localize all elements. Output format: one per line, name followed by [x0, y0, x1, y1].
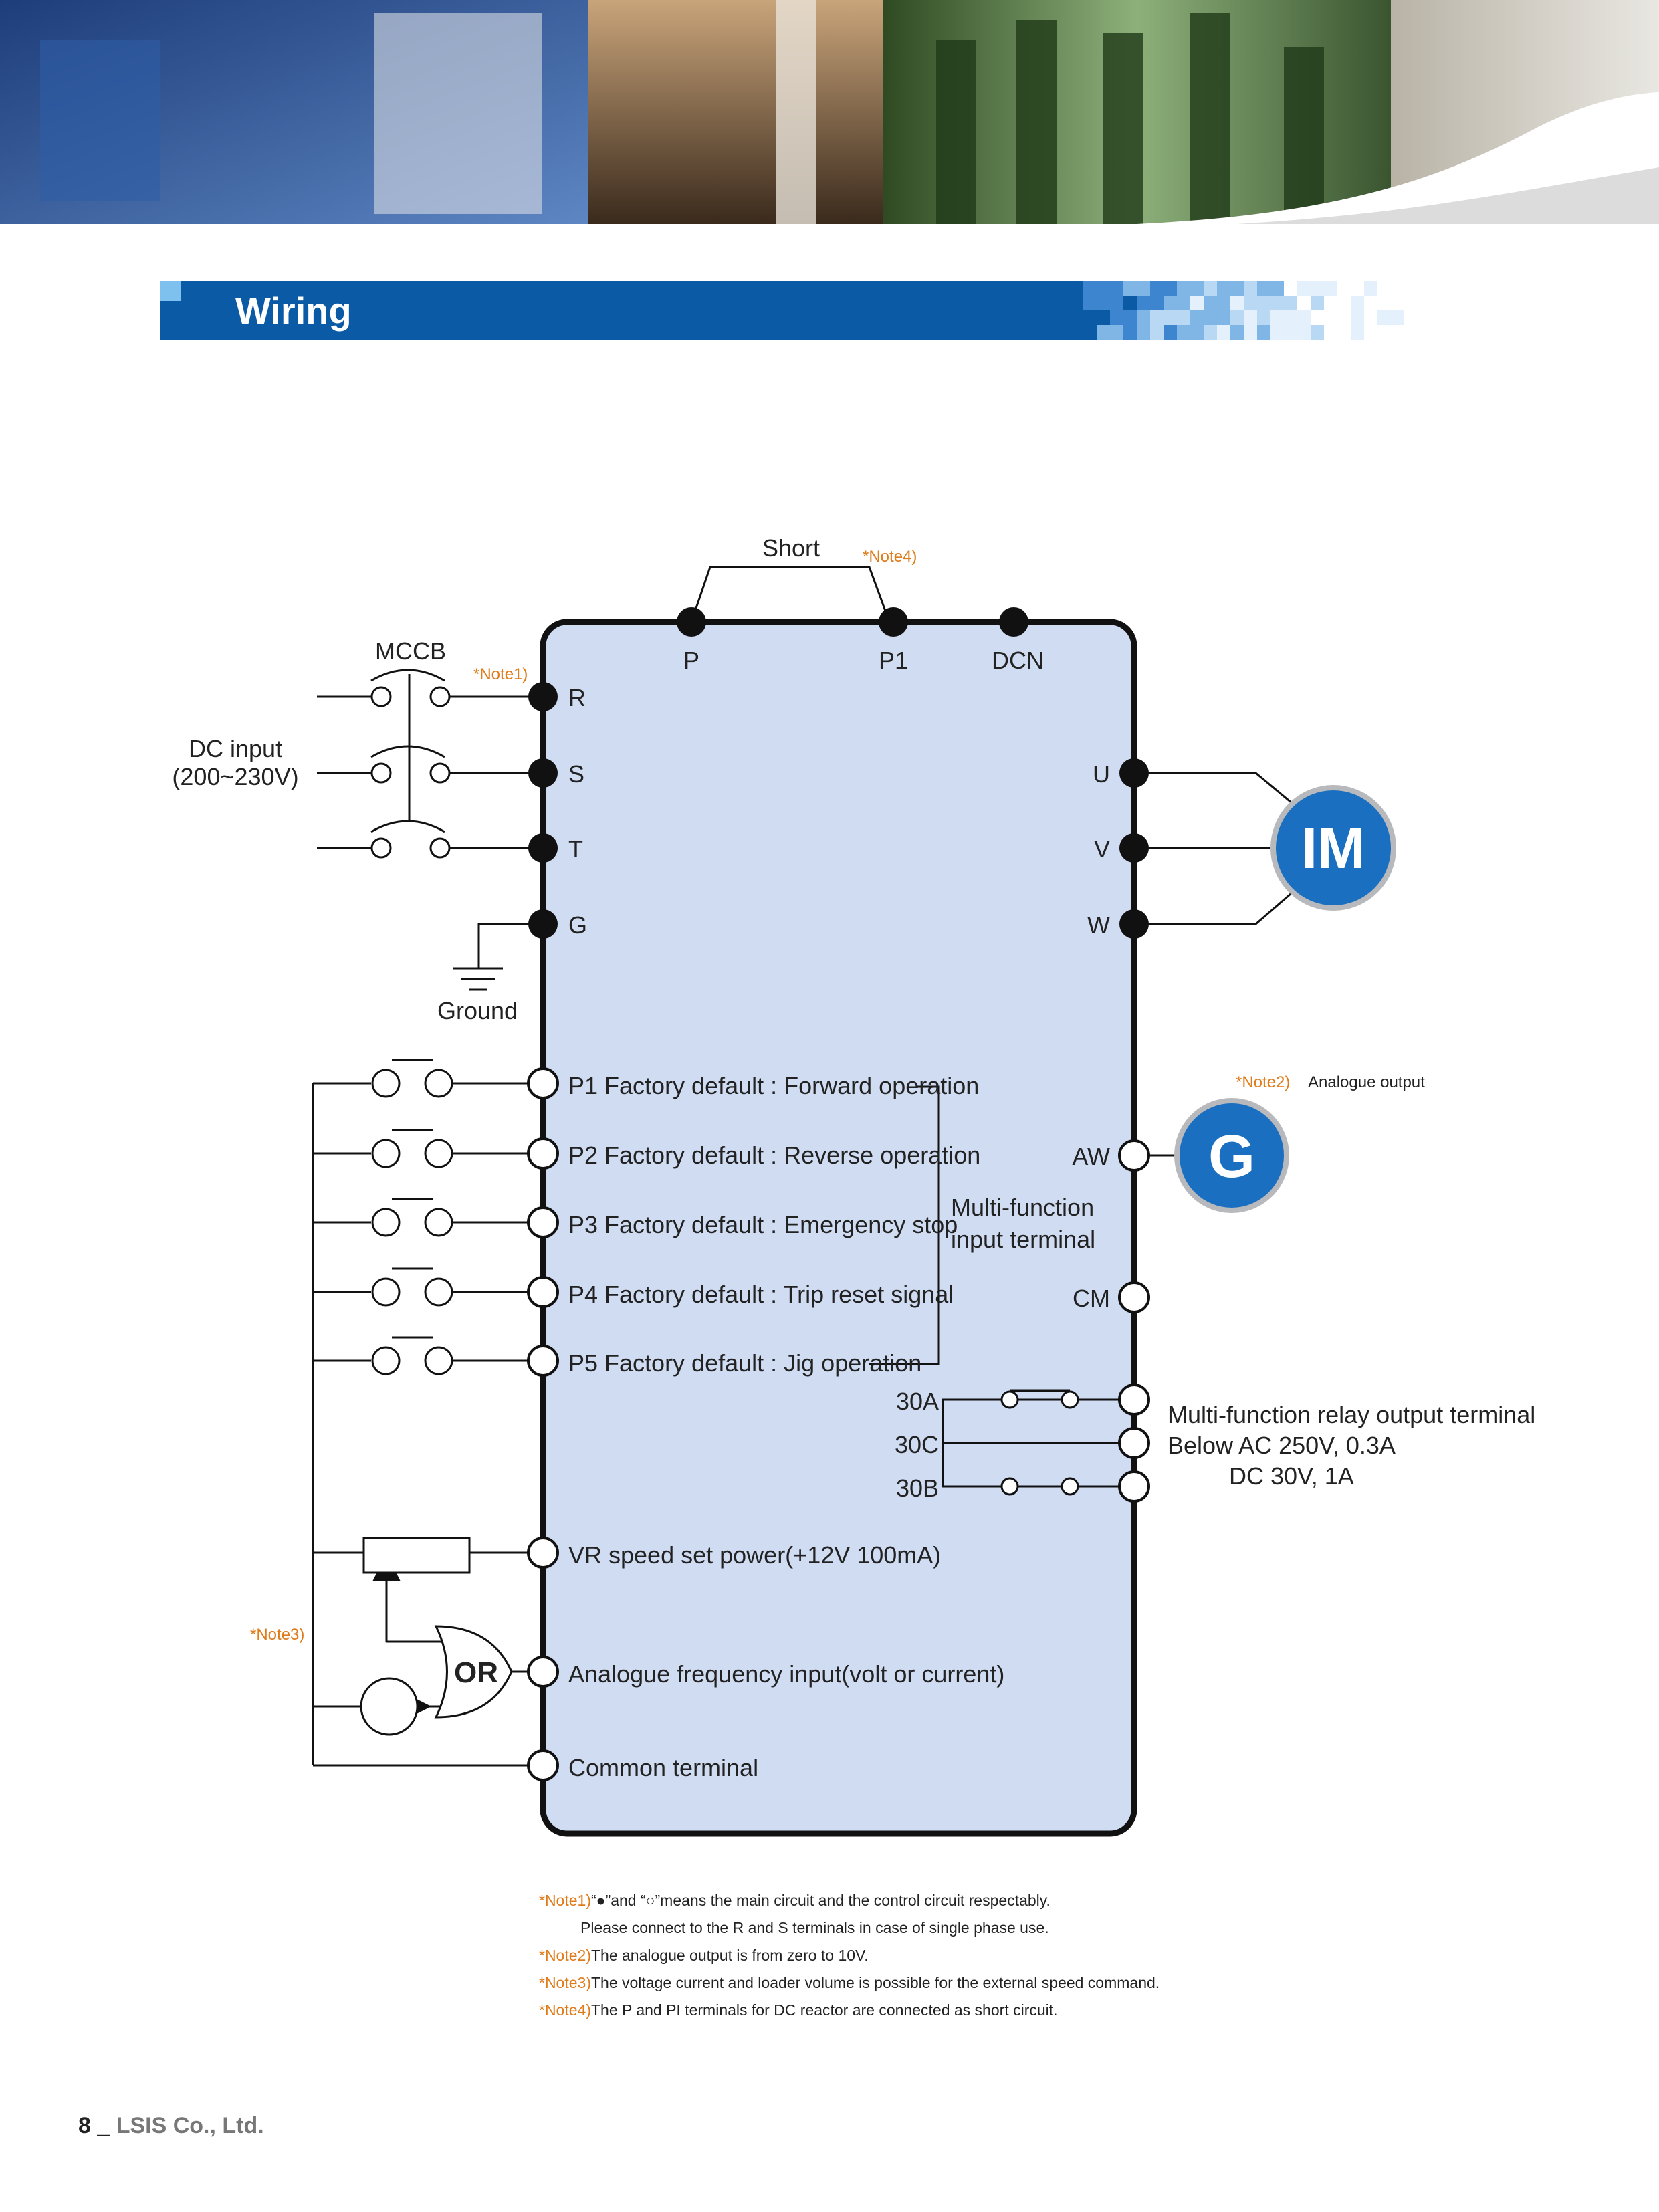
- terminal-30b: [1118, 1470, 1150, 1503]
- or-label: OR: [454, 1656, 498, 1689]
- multi-function-label-2: input terminal: [951, 1226, 1095, 1253]
- terminal-analog-in: [527, 1656, 559, 1688]
- section-title-bar: Wiring: [160, 281, 1418, 340]
- note2-tag: *Note2): [1236, 1073, 1290, 1091]
- short-link-wire: [690, 566, 891, 623]
- terminal-t: [528, 833, 558, 863]
- analogue-meter-g: [1174, 1098, 1289, 1213]
- current-source: [360, 1677, 419, 1736]
- note-line: *Note3)The voltage current and loader vo…: [539, 1974, 1160, 1991]
- note3-tag: *Note3): [250, 1626, 304, 1644]
- label-30b: 30B: [896, 1474, 939, 1502]
- label-p1: P1: [879, 647, 908, 674]
- short-label: Short: [762, 534, 820, 562]
- label-dcn: DCN: [992, 647, 1044, 674]
- terminal-v: [1119, 833, 1149, 863]
- multi-function-label-1: Multi-function: [951, 1194, 1094, 1221]
- page-footer: 8 _ LSIS Co., Ltd.: [78, 2113, 264, 2139]
- meter-label: G: [1208, 1123, 1255, 1190]
- label-w: W: [1087, 911, 1110, 939]
- dc-input-range: (200~230V): [172, 763, 298, 790]
- note4-tag: *Note4): [863, 548, 917, 566]
- input-p2-label: P2 Factory default : Reverse operation: [568, 1141, 980, 1169]
- label-30c: 30C: [895, 1431, 939, 1458]
- terminal-w: [1119, 909, 1149, 939]
- terminal-g: [528, 909, 558, 939]
- note-line: *Note1)“●”and “○”means the main circuit …: [539, 1892, 1050, 1909]
- common-label: Common terminal: [568, 1754, 758, 1781]
- ground-label: Ground: [437, 997, 518, 1024]
- section-marker-square: [160, 281, 181, 301]
- company-name: LSIS Co., Ltd.: [116, 2113, 264, 2138]
- label-aw: AW: [1072, 1143, 1110, 1170]
- input-p4-label: P4 Factory default : Trip reset signal: [568, 1281, 954, 1308]
- motor-label: IM: [1301, 816, 1365, 881]
- terminal-common: [527, 1749, 559, 1781]
- section-title: Wiring: [235, 290, 352, 332]
- terminal-p2-input: [527, 1137, 559, 1170]
- note-line: Please connect to the R and S terminals …: [580, 1919, 1049, 1937]
- terminal-30a: [1118, 1384, 1150, 1416]
- label-u: U: [1093, 760, 1110, 788]
- terminal-s: [528, 758, 558, 788]
- terminal-u: [1119, 758, 1149, 788]
- page-number: 8 _: [78, 2113, 110, 2138]
- input-p3-label: P3 Factory default : Emergency stop: [568, 1211, 958, 1238]
- terminal-p5-input: [527, 1345, 559, 1377]
- terminal-r: [528, 682, 558, 711]
- label-p: P: [683, 647, 699, 674]
- motor-im: [1270, 785, 1396, 911]
- note-line: *Note2)The analogue output is from zero …: [539, 1947, 869, 1964]
- input-p5-label: P5 Factory default : Jig operation: [568, 1349, 921, 1377]
- label-g: G: [568, 911, 587, 939]
- terminal-p1-input: [527, 1067, 559, 1099]
- terminal-p1: [879, 607, 908, 637]
- terminal-30c: [1118, 1427, 1150, 1459]
- label-r: R: [568, 684, 586, 711]
- vr-label: VR speed set power(+12V 100mA): [568, 1541, 941, 1569]
- label-v: V: [1094, 835, 1110, 863]
- label-t: T: [568, 835, 583, 863]
- label-cm: CM: [1073, 1285, 1110, 1312]
- terminal-p: [677, 607, 706, 637]
- terminal-p3-input: [527, 1206, 559, 1238]
- terminal-vr: [527, 1537, 559, 1569]
- analogue-output-label: Analogue output: [1308, 1073, 1425, 1091]
- relay-label-1: Multi-function relay output terminal: [1168, 1401, 1535, 1428]
- note1-tag: *Note1): [473, 665, 528, 683]
- or-gate: [434, 1625, 513, 1719]
- footnotes: *Note1)“●”and “○”means the main circuit …: [539, 1887, 1159, 2024]
- relay-label-2: Below AC 250V, 0.3A: [1168, 1432, 1396, 1459]
- dc-input-label: DC input: [189, 735, 282, 762]
- terminal-dcn: [999, 607, 1028, 637]
- terminal-cm: [1118, 1281, 1150, 1313]
- analog-in-label: Analogue frequency input(volt or current…: [568, 1660, 1004, 1688]
- relay-label-3: DC 30V, 1A: [1229, 1462, 1354, 1490]
- label-s: S: [568, 760, 584, 788]
- label-30a: 30A: [896, 1388, 939, 1415]
- header-banner-image: [0, 0, 1659, 224]
- terminal-aw: [1118, 1139, 1150, 1172]
- potentiometer: [362, 1537, 471, 1574]
- input-p1-label: P1 Factory default : Forward operation: [568, 1072, 979, 1099]
- pixel-pattern-decoration: [1083, 281, 1418, 340]
- mccb-label: MCCB: [375, 637, 446, 665]
- terminal-p4-input: [527, 1276, 559, 1308]
- note-line: *Note4)The P and PI terminals for DC rea…: [539, 2001, 1058, 2019]
